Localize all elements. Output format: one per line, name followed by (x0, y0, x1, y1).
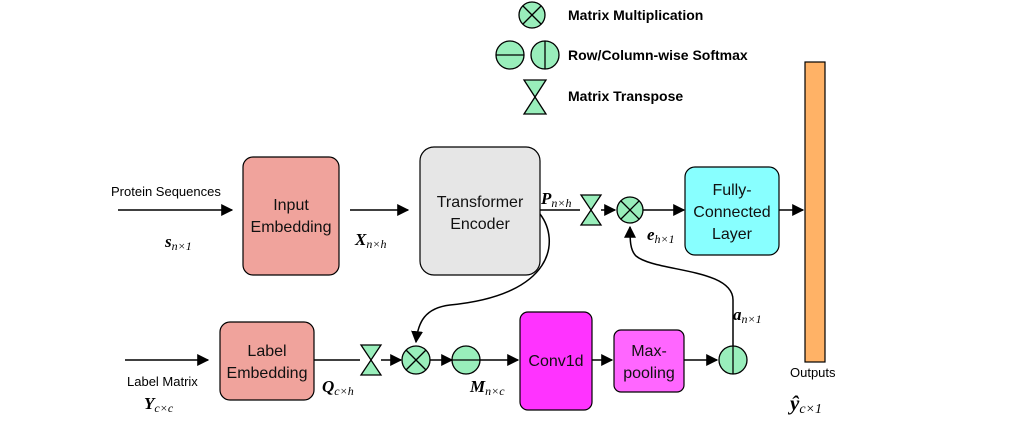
label-embedding-box: Label Embedding (219, 321, 315, 401)
svg-text:Fully-: Fully- (712, 182, 751, 199)
matmul-icon-top (616, 196, 644, 224)
label-matrix-label: Label Matrix (127, 374, 198, 389)
conv1d-box: Conv1d (519, 311, 593, 411)
outputs-label: Outputs (790, 365, 836, 380)
transpose-icon-bottom (359, 344, 383, 376)
legend: Matrix Multiplication Row/Column-wise So… (495, 1, 748, 115)
svg-text:Input: Input (273, 197, 309, 214)
M-symbol: Mn×c (469, 377, 505, 398)
s-symbol: sn×1 (164, 232, 192, 253)
svg-text:Transformer: Transformer (437, 194, 524, 211)
input-embedding-box: Input Embedding (242, 156, 340, 276)
Y-symbol: Υc×c (144, 394, 174, 415)
transpose-icon-top (579, 194, 603, 226)
transpose-legend-icon (522, 79, 548, 115)
y-hat-symbol: ŷc×1 (787, 391, 822, 417)
svg-text:Max-: Max- (631, 343, 667, 360)
svg-text:Label: Label (247, 343, 286, 360)
maxpooling-box: Max- pooling (613, 329, 685, 393)
column-softmax-icon (718, 345, 748, 375)
a-symbol: an×1 (733, 305, 762, 326)
attention-to-matmul-curve (624, 225, 734, 346)
column-softmax-legend-icon (530, 40, 560, 70)
Q-symbol: Qc×h (322, 377, 354, 398)
svg-text:Layer: Layer (712, 226, 753, 243)
transpose-legend-label: Matrix Transpose (568, 88, 683, 104)
e-symbol: eh×1 (647, 225, 675, 246)
svg-text:Encoder: Encoder (450, 216, 510, 233)
svg-text:Embedding: Embedding (227, 365, 308, 382)
matmul-icon-bottom (401, 345, 431, 375)
svg-text:pooling: pooling (623, 365, 675, 382)
P-symbol: Pn×h (540, 189, 572, 210)
outputs-bar (804, 61, 826, 363)
fully-connected-layer-box: Fully- Connected Layer (684, 166, 780, 256)
svg-text:Embedding: Embedding (251, 219, 332, 236)
transformer-encoder-box: Transformer Encoder (419, 146, 541, 276)
matmul-legend-label: Matrix Multiplication (568, 7, 703, 23)
softmax-legend-label: Row/Column-wise Softmax (568, 47, 748, 63)
row-softmax-legend-icon (495, 40, 525, 70)
row-softmax-icon (451, 345, 481, 375)
svg-text:Conv1d: Conv1d (528, 353, 583, 370)
matmul-legend-icon (518, 1, 546, 29)
X-symbol: Xn×h (354, 230, 386, 251)
svg-text:Connected: Connected (693, 204, 770, 221)
encoder-to-matmul-curve (411, 213, 551, 344)
protein-sequences-label: Protein Sequences (111, 184, 221, 199)
